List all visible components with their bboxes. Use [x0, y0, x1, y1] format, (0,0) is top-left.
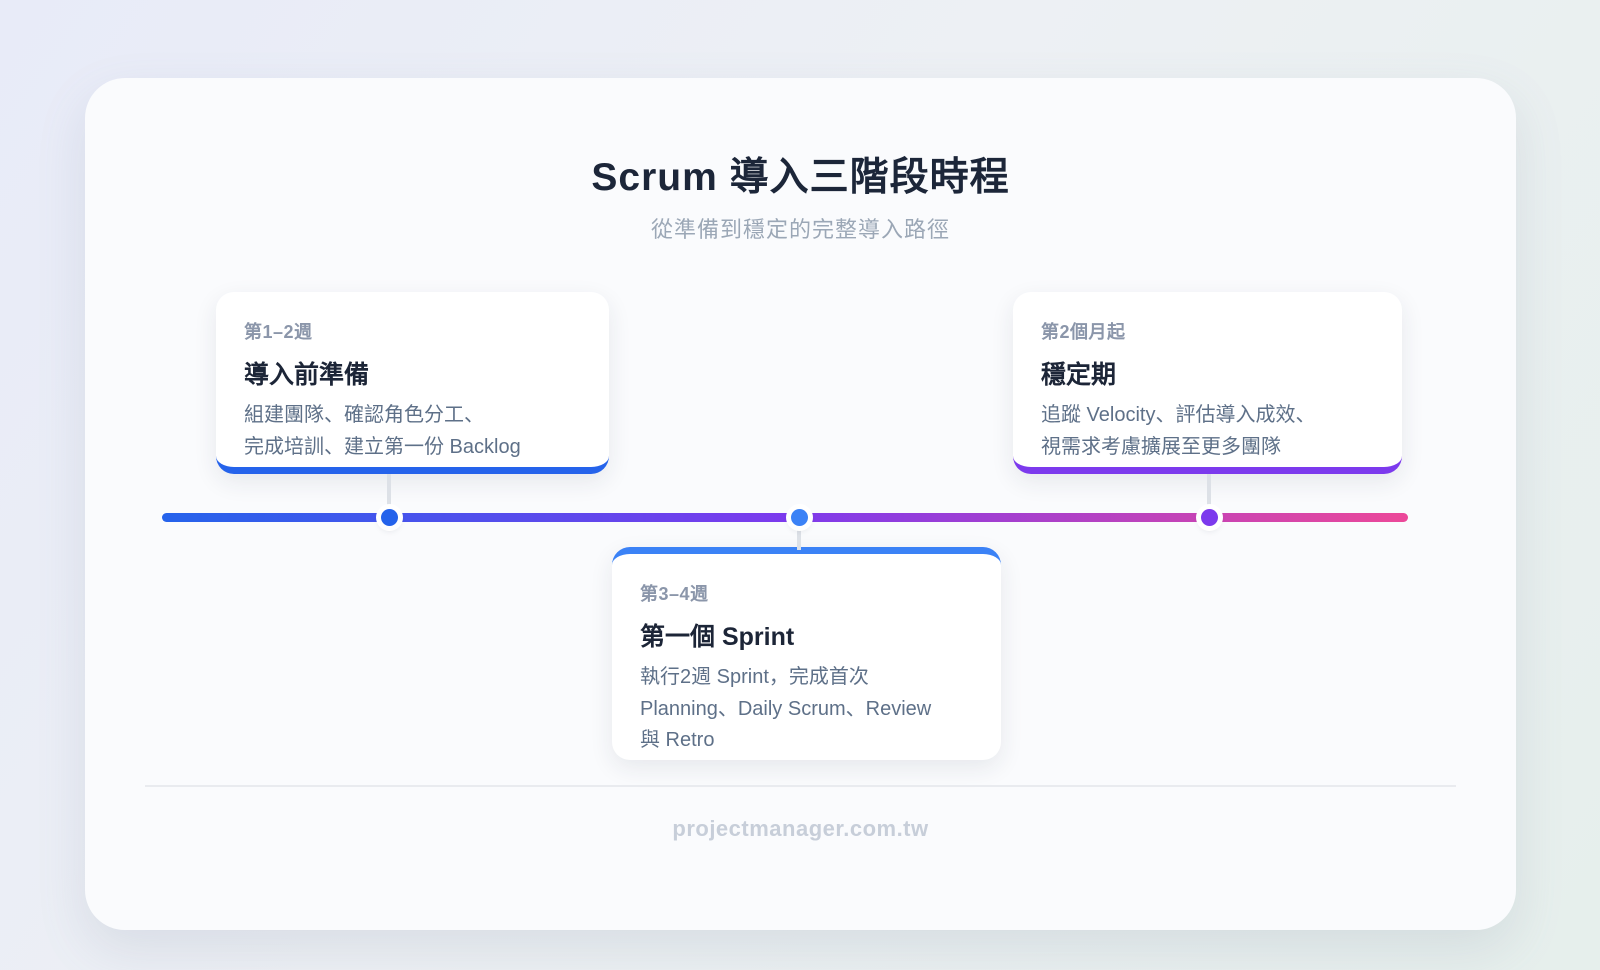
connector-line	[797, 519, 801, 550]
timeline-gradient-bar	[162, 513, 1408, 522]
timeline-dot	[1201, 509, 1218, 526]
timeline-dot	[381, 509, 398, 526]
infographic-panel: Scrum 導入三階段時程 從準備到穩定的完整導入路徑 第1–2週 導入前準備 …	[85, 78, 1516, 930]
page-subtitle: 從準備到穩定的完整導入路徑	[650, 217, 950, 242]
footer-url: projectmanager.com.tw	[672, 816, 929, 841]
connector-line	[387, 474, 391, 517]
connector-line	[1207, 474, 1211, 517]
phase-period: 第2個月起	[1041, 322, 1126, 342]
phase-description: 組建團隊、確認角色分工、 完成培訓、建立第一份 Backlog	[244, 404, 521, 458]
phase-card-stable-period: 第2個月起 穩定期 追蹤 Velocity、評估導入成效、 視需求考慮擴展至更多…	[1013, 292, 1402, 474]
phase-title: 穩定期	[1041, 361, 1117, 389]
phase-description: 執行2週 Sprint，完成首次 Planning、Daily Scrum、Re…	[640, 666, 932, 752]
phase-card-first-sprint: 第3–4週 第一個 Sprint 執行2週 Sprint，完成首次 Planni…	[612, 547, 1001, 760]
timeline-dot	[791, 509, 808, 526]
phase-title: 導入前準備	[244, 361, 370, 389]
page-title: Scrum 導入三階段時程	[591, 156, 1010, 199]
footer-divider	[145, 785, 1456, 787]
phase-description: 追蹤 Velocity、評估導入成效、 視需求考慮擴展至更多團隊	[1041, 404, 1316, 458]
phase-card-preparation: 第1–2週 導入前準備 組建團隊、確認角色分工、 完成培訓、建立第一份 Back…	[216, 292, 609, 474]
phase-period: 第3–4週	[640, 584, 709, 604]
phase-title: 第一個 Sprint	[640, 623, 795, 651]
phase-period: 第1–2週	[244, 322, 313, 342]
